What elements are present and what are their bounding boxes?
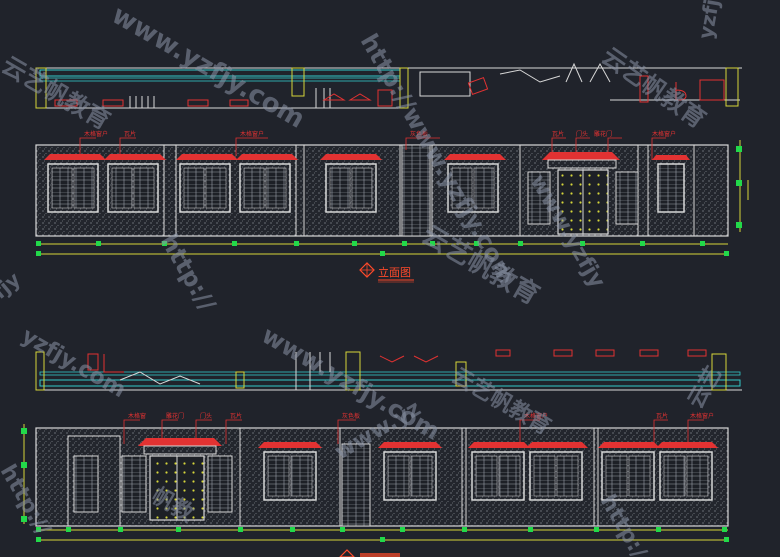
lower-annotation-3: 门头 — [200, 412, 212, 420]
upper-window-3 — [176, 154, 238, 213]
lower-title-partial — [339, 549, 400, 557]
lower-window-5 — [598, 442, 660, 501]
lower-annotation-6: 木格窗户 — [524, 412, 548, 420]
upper-annotation-6: 门头 — [576, 130, 588, 138]
upper-annotation-5: 瓦片 — [552, 130, 564, 138]
upper-annotation-7: 雕花门 — [594, 130, 612, 138]
upper-window-2 — [104, 154, 166, 213]
lower-horizontal-dimensions — [36, 527, 729, 542]
lower-annotation-1: 木格窗 — [128, 412, 146, 420]
upper-annotation-1: 木格窗户 — [84, 130, 108, 138]
lower-entrance-door — [73, 438, 233, 521]
lower-vertical-dimension — [21, 424, 27, 524]
upper-window-6 — [444, 154, 506, 213]
upper-vertical-dimension — [736, 140, 749, 232]
upper-plan-strip — [35, 62, 742, 109]
lower-window-1 — [258, 442, 322, 501]
upper-annotation-8: 木格窗户 — [652, 130, 676, 138]
upper-elevation-title: 立面图 — [378, 265, 411, 279]
lower-window-2 — [378, 442, 442, 501]
upper-annotation-3: 木格窗户 — [240, 130, 264, 138]
upper-window-7 — [652, 155, 690, 213]
lower-plan-strip — [35, 349, 742, 391]
lower-elevation: 木格窗 雕花门 门头 瓦片 灰色板 木格窗户 瓦片 木格窗户 — [21, 412, 729, 557]
upper-annotations — [79, 137, 666, 160]
lower-annotation-7: 瓦片 — [656, 412, 668, 420]
upper-title: 立面图 — [359, 262, 414, 283]
lower-annotation-8: 木格窗户 — [690, 412, 714, 420]
upper-elevation: 木格窗户 瓦片 木格窗户 灰色板 瓦片 门头 雕花门 木格窗户 — [35, 130, 749, 283]
upper-horizontal-dimensions — [36, 241, 729, 256]
lower-annotation-4: 瓦片 — [230, 412, 242, 420]
upper-window-5 — [320, 154, 382, 213]
upper-annotation-2: 瓦片 — [124, 130, 136, 138]
lower-annotation-2: 雕花门 — [166, 412, 184, 420]
lower-window-4 — [526, 442, 588, 501]
lower-window-3 — [468, 442, 530, 501]
upper-annotation-4: 灰色板 — [410, 130, 428, 138]
upper-window-4 — [236, 154, 298, 213]
lower-window-6 — [656, 442, 718, 501]
lower-annotations — [123, 419, 704, 444]
upper-entrance-door — [527, 152, 639, 235]
upper-window-1 — [44, 154, 106, 213]
lower-annotation-5: 灰色板 — [342, 412, 360, 420]
